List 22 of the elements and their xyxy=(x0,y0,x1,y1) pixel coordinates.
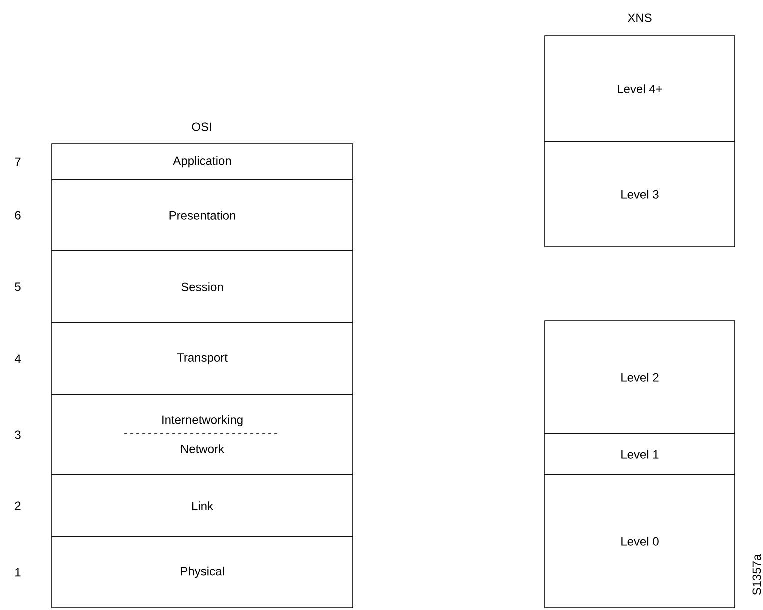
layer-box: Level 4+ xyxy=(544,36,736,142)
layer-number: 1 xyxy=(16,568,21,577)
figure-code: S1357a xyxy=(752,554,762,596)
layer-box: Presentation xyxy=(52,180,354,252)
layer-box: Level 3 xyxy=(544,142,736,248)
layer-box: Level 2 xyxy=(544,320,736,434)
layer-number: 2 xyxy=(15,502,21,510)
layer-number: 3 xyxy=(15,430,21,440)
layer-box: Level 1 xyxy=(544,434,736,476)
layer-box: Link xyxy=(52,474,354,538)
layer-box: Level 0 xyxy=(544,474,736,608)
layer-number: 5 xyxy=(15,282,21,292)
layer-number: 6 xyxy=(15,211,21,220)
layer-box: Internetworking Network xyxy=(52,394,354,476)
layer-box: Session xyxy=(52,250,354,324)
layer-number: 7 xyxy=(15,158,21,166)
layer-number: 4 xyxy=(14,354,21,364)
layer-box: Transport xyxy=(52,322,354,396)
layer-box: Application xyxy=(52,144,354,180)
stack-title: XNS xyxy=(628,14,652,22)
stack-title: OSI xyxy=(192,122,212,132)
layer-box: Physical xyxy=(52,536,354,608)
